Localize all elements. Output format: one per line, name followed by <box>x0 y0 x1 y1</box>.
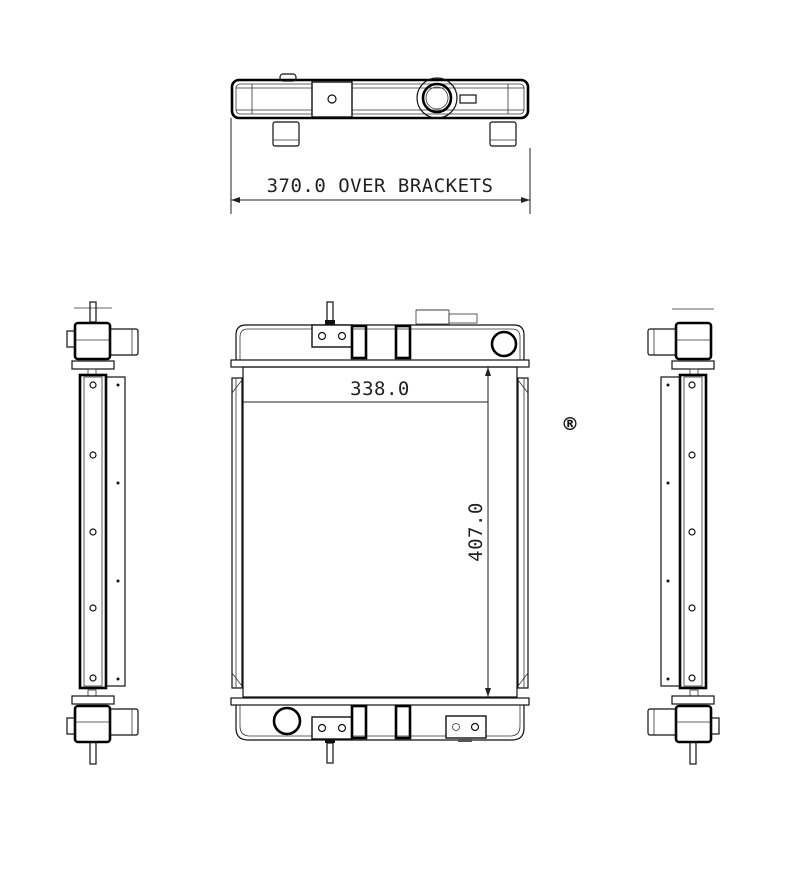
core-height-dimension: 407.0 <box>465 502 487 562</box>
front-view: 338.0 407.0 <box>230 301 530 764</box>
core-width-dimension: 338.0 <box>350 378 410 400</box>
right-side-view <box>647 308 720 765</box>
top-view: 370.0 OVER BRACKETS <box>230 73 531 214</box>
left-side-view <box>66 301 139 765</box>
registered-mark: ® <box>561 414 579 435</box>
overall-width-dimension: 370.0 OVER BRACKETS <box>267 175 494 197</box>
